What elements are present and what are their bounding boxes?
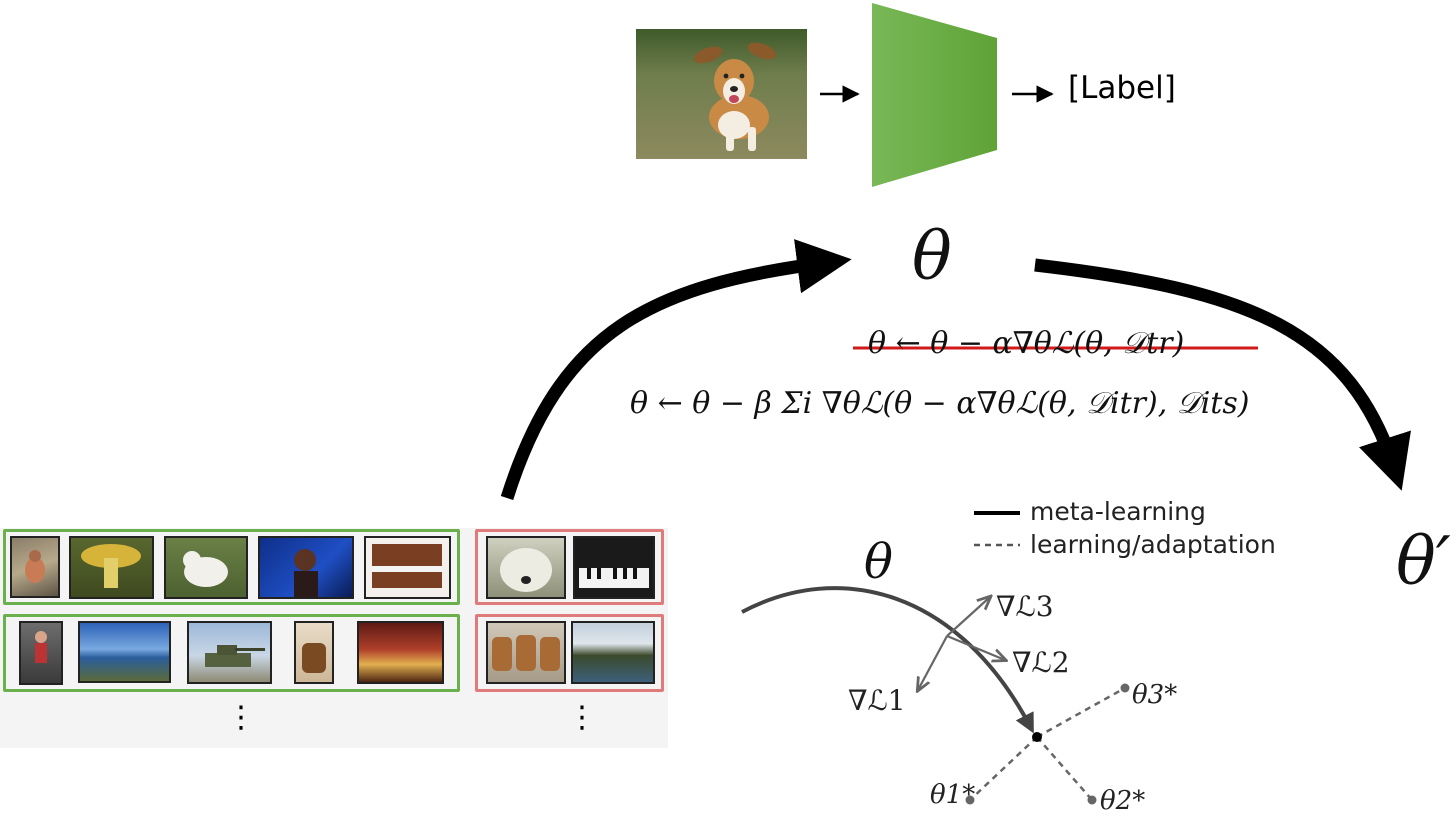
optimum-label-1: θ1* [930,780,976,810]
grad-label-1: ∇ℒ1 [848,684,906,717]
output-label: [Label] [1068,70,1176,106]
thumbnail-bird [10,536,60,598]
left-curved-arrow [500,239,852,500]
thumbnail-white-dog [164,536,248,599]
grad-label-2: ∇ℒ2 [1012,646,1070,679]
legend-lines [974,511,1020,547]
adapt-line-1 [969,736,1038,801]
legend-learning-adaptation: learning/adaptation [1030,530,1276,559]
thumbnail-mushroom [69,536,154,599]
meta-point [1032,732,1042,742]
legend-meta-learning: meta-learning [1030,497,1206,526]
equation-struck: θ ← θ − α∇θℒ(θ, 𝒟tr) [868,326,1185,361]
thumbnail-barrels [486,621,566,684]
network-diagram [820,3,1054,187]
optimum-label-3: θ3* [1132,680,1178,710]
grad-arrow-2 [946,634,1005,660]
thumbnail-sheepdog [486,536,566,599]
equation-main: θ ← θ − β Σi ∇θℒ(θ − α∇θℒ(θ, 𝒟itr), 𝒟its… [630,386,1250,421]
thumbnail-gymnast [19,621,63,685]
train-set-row-2 [3,614,460,692]
test-set-row-1 [475,529,664,605]
optimum-label-2: θ2* [1100,786,1146,816]
optimum-point-1 [965,795,975,805]
theta-small: θ [864,534,893,590]
optimum-point-3 [1120,683,1130,693]
grad-arrow-3 [946,597,990,637]
network-trapezoid [872,3,997,187]
thumbnail-barrel [294,621,334,684]
thumbnail-piano-keys [573,536,655,599]
adapt-line-2 [1036,736,1093,801]
right-curved-arrow [1034,258,1411,491]
thumbnail-tank [187,621,272,684]
theta-main: θ [912,218,952,295]
theta-prime: θ′ [1396,523,1451,600]
grad-label-3: ∇ℒ3 [996,590,1054,623]
train-set-row-1 [3,529,460,605]
test-set-row-2 [475,614,664,692]
thumbnail-cliffs [571,621,655,684]
thumbnail-piano [364,536,451,599]
grad-arrow-1 [918,635,948,690]
meta-trajectory [741,586,1034,734]
thumbnail-coast [78,621,171,683]
adapt-line-3 [1036,686,1126,739]
dog-image [636,29,807,159]
thumbnail-singer [258,536,354,599]
optimum-point-2 [1087,795,1097,805]
thumbnail-carousel [357,621,444,684]
